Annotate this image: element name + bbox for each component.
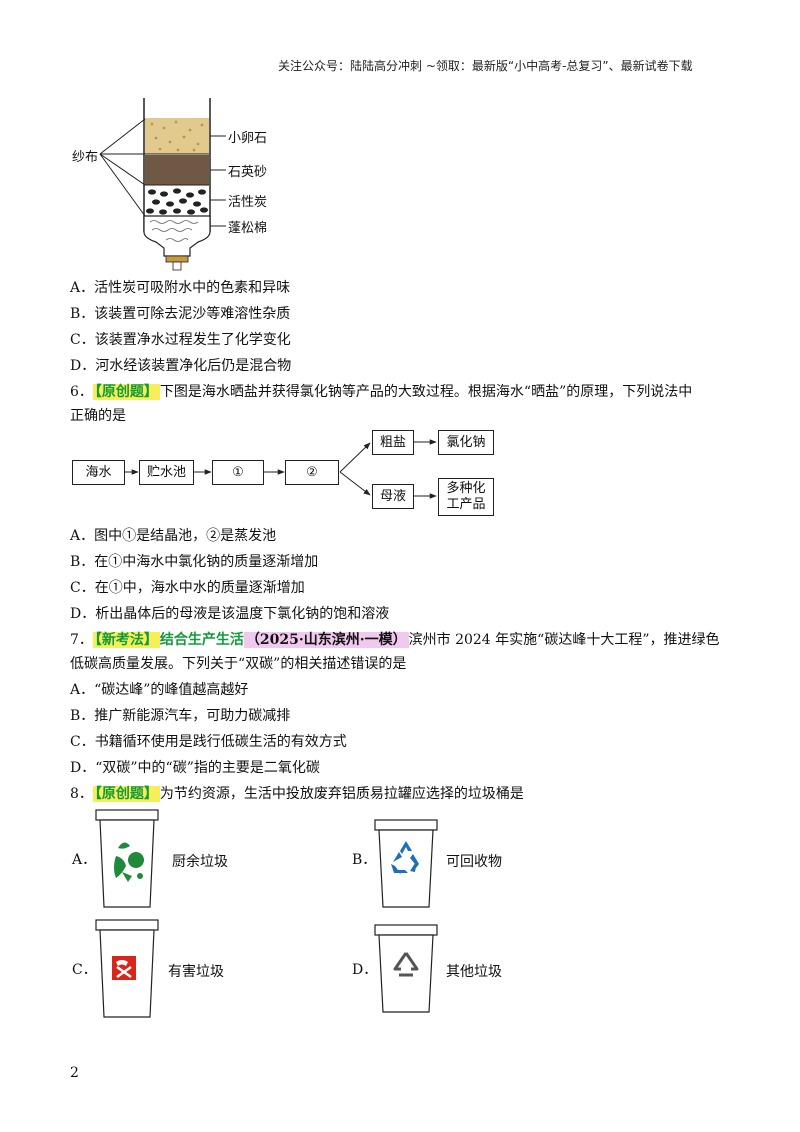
flow-crude-salt: 粗盐 [372,430,414,455]
label-quartz-sand: 石英砂 [228,165,268,180]
salt-flow-arrows [125,439,437,499]
label-activated-carbon: 活性炭 [228,195,268,210]
label-gauze: 纱布 [72,150,99,165]
q6-tag: 【原创题】 [92,384,160,400]
label-cotton: 蓬松棉 [228,221,268,236]
q5-option-b: B．该装置可除去泥沙等难溶性杂质 [70,306,291,322]
flow-sodium-chloride: 氯化钠 [438,430,494,455]
q6-stem-line1: 6．【原创题】下图是海水晒盐并获得氯化钠等产品的大致过程。根据海水“晒盐”的原理… [70,382,692,402]
page-header: 关注公众号：陆陆高分冲刺 ~领取：最新版“小中高考-总复习”、最新试卷下载 [278,59,693,73]
q7-option-b: B．推广新能源汽车，可助力碳减排 [70,708,291,724]
bin-d [374,924,438,1013]
q7-option-c: C．书籍循环使用是践行低碳生活的有效方式 [70,734,347,750]
q7-number: 7． [70,632,93,648]
q7-tag-context: 结合生产生活 [159,632,244,648]
flow-seawater: 海水 [72,460,125,485]
q8-option-d-letter: D． [352,962,378,978]
q8-stem: 8．【原创题】为节约资源，生活中投放废弃铝质易拉罐应选择的垃圾桶是 [70,784,524,804]
q8-option-b-letter: B． [352,852,377,868]
flow-mother-liquor: 母液 [372,484,414,509]
q6-option-c: C．在①中，海水中水的质量逐渐增加 [70,580,305,596]
q8-option-c-letter: C． [72,962,97,978]
flow-products-line1: 多种化 [446,481,486,496]
q7-stem-line1: 7．【新考法】结合生产生活（2025·山东滨州·一模）滨州市 2024 年实施“… [70,630,719,650]
q7-tag-new-method: 【新考法】 [92,632,160,648]
q5-option-d: D．河水经该装置净化后仍是混合物 [70,358,292,374]
kitchen-waste-icon [114,842,144,882]
q7-tag-source: （2025·山东滨州·一模） [243,632,409,648]
bin-b [374,819,438,908]
q8-tag: 【原创题】 [92,786,160,802]
q6-option-b: B．在①中海水中氯化钠的质量逐渐增加 [70,554,319,570]
quartz-sand-layer [145,155,209,185]
bin-a [95,809,159,908]
q6-number: 6． [70,384,93,400]
flow-chemical-products: 多种化 工产品 [438,478,494,516]
q7-stem-text: 滨州市 2024 年实施“碳达峰十大工程”，推进绿色 [408,632,720,648]
q6-option-a: A．图中①是结晶池，②是蒸发池 [70,528,277,544]
q6-stem-line2: 正确的是 [70,408,126,424]
q7-option-a: A．“碳达峰”的峰值越高越好 [70,682,249,698]
q5-option-a: A．活性炭可吸附水中的色素和异味 [70,280,291,296]
hazardous-icon [112,956,136,980]
q8-option-a-label: 厨余垃圾 [172,854,228,870]
q8-option-a-letter: A． [72,852,97,868]
q5-option-c: C．该装置净水过程发生了化学变化 [70,332,291,348]
flow-step-1: ① [212,460,264,485]
q8-number: 8． [70,786,93,802]
flow-step-2: ② [285,460,339,485]
pebble-layer [145,118,209,154]
flow-products-line2: 工产品 [446,497,486,512]
q7-option-d: D．“双碳”中的“碳”指的主要是二氧化碳 [70,760,320,776]
label-pebble: 小卵石 [228,131,268,146]
water-filter-diagram [99,98,226,271]
q6-stem-text: 下图是海水晒盐并获得氯化钠等产品的大致过程。根据海水“晒盐”的原理，下列说法中 [159,384,693,400]
q8-option-c-label: 有害垃圾 [168,964,224,980]
bin-c [95,919,159,1018]
cotton-layer [143,215,211,257]
recycle-icon [391,841,419,874]
q8-option-d-label: 其他垃圾 [446,964,502,980]
q8-option-b-label: 可回收物 [446,854,502,870]
q8-stem-text: 为节约资源，生活中投放废弃铝质易拉罐应选择的垃圾桶是 [159,786,524,802]
other-waste-icon [393,952,419,977]
page-number: 2 [70,1065,79,1081]
flow-storage-pool: 贮水池 [139,460,194,485]
q6-option-d: D．析出晶体后的母液是该温度下氯化钠的饱和溶液 [70,606,390,622]
q7-stem-line2: 低碳高质量发展。下列关于“双碳”的相关描述错误的是 [70,656,407,672]
